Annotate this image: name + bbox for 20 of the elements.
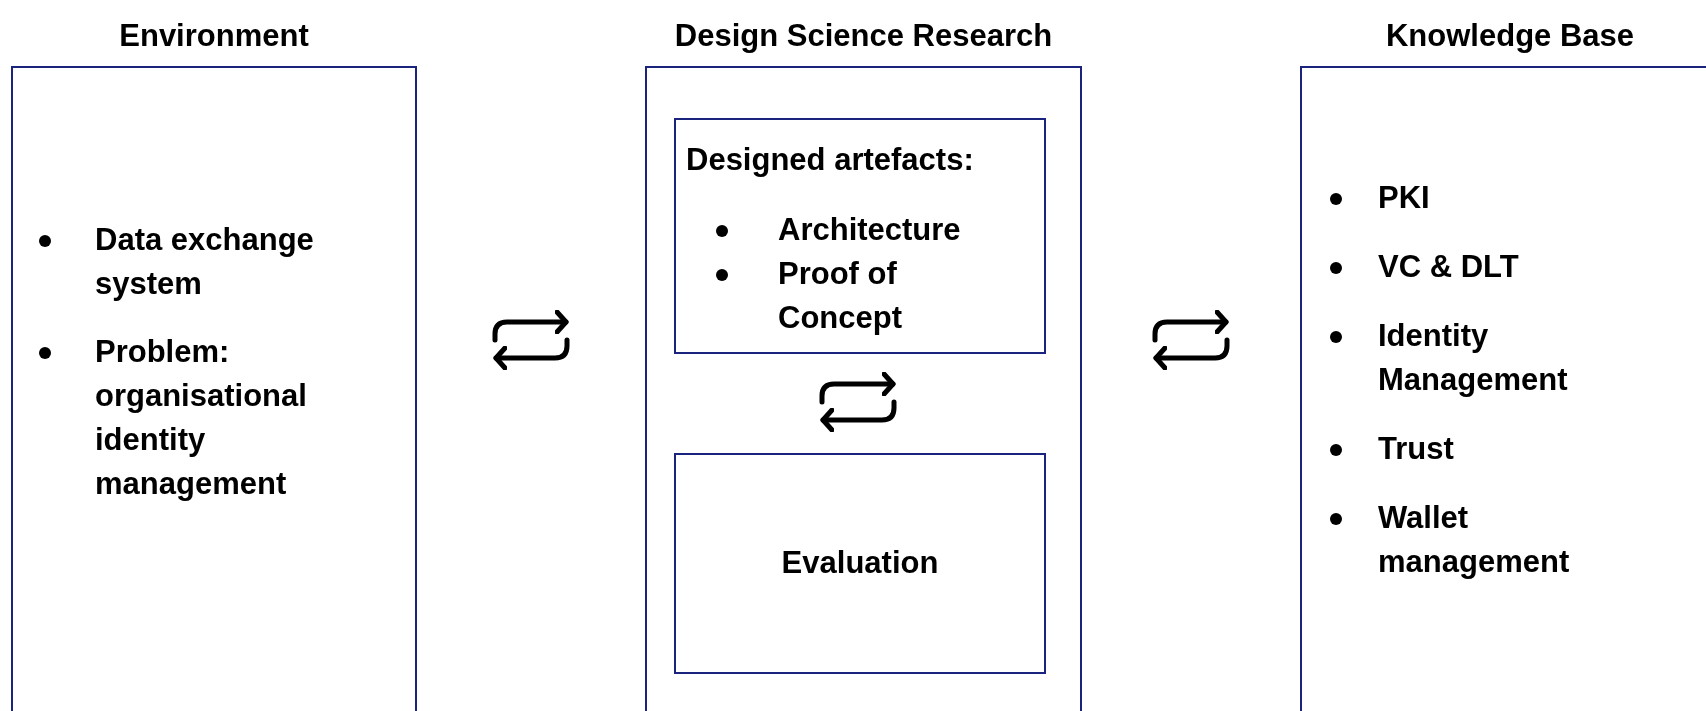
box-label: Evaluation [781, 544, 939, 583]
bullet-text: VC & DLT [1378, 248, 1519, 286]
bullet-text: Proof of Concept [778, 255, 903, 337]
bullet-text: Identity Management [1378, 317, 1569, 399]
content-box [674, 453, 1046, 674]
content-box [674, 118, 1046, 354]
column-heading: Knowledge Base [1384, 17, 1636, 55]
bullet-text: Problem: organisational identity management [95, 333, 308, 503]
bullet-text: Trust [1378, 430, 1454, 468]
curved-arrow [1152, 309, 1229, 343]
curved-arrow [1153, 337, 1230, 371]
bullet-text: Data exchange system [95, 221, 315, 303]
column-heading: Environment [118, 17, 310, 55]
bullet-text: PKI [1378, 179, 1430, 217]
curved-arrow [493, 337, 570, 371]
box-heading: Designed artefacts: [686, 141, 975, 179]
bullet-text: Wallet management [1378, 499, 1571, 581]
bullet-text: Architecture [778, 211, 961, 249]
column-heading: Design Science Research [673, 17, 1054, 55]
curved-arrow [492, 309, 569, 343]
